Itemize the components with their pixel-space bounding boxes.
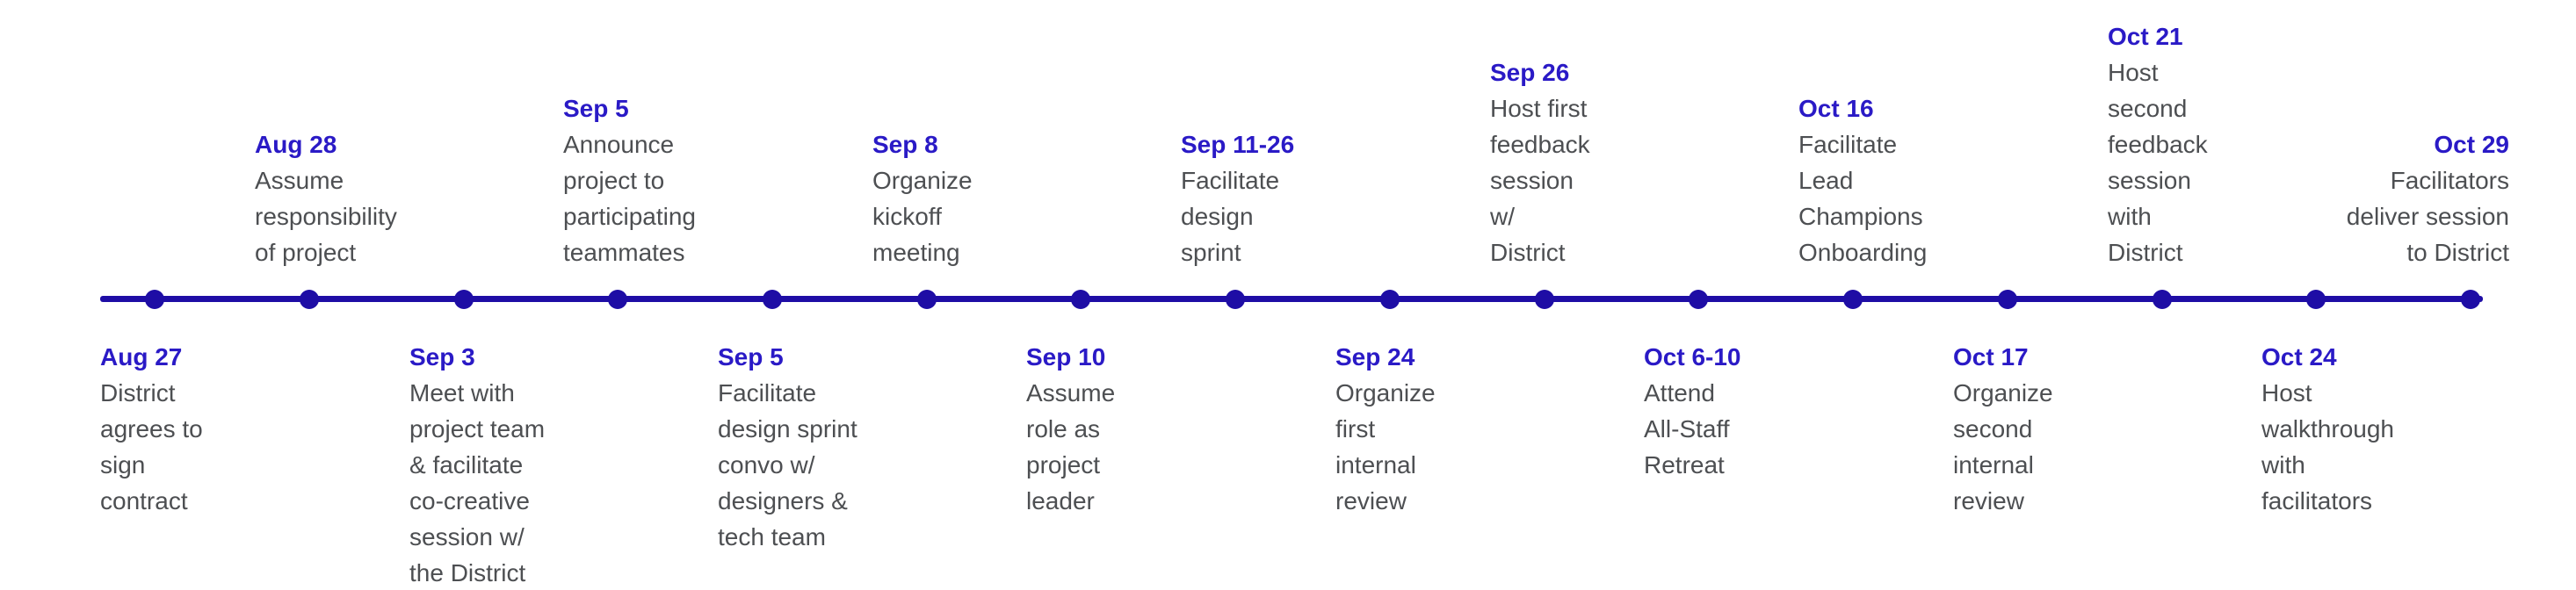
timeline-dot-oct29 xyxy=(2461,290,2480,309)
event-date: Oct 16 xyxy=(1798,95,1874,122)
timeline-event-oct6-10: Oct 6-10 Attend All-Staff Retreat xyxy=(1644,339,1846,483)
timeline-event-oct29: Oct 29 Facilitators deliver session to D… xyxy=(2307,126,2509,270)
event-date: Sep 10 xyxy=(1026,343,1106,371)
event-description: Assume responsibility of project xyxy=(255,167,397,266)
timeline-event-aug27: Aug 27 District agrees to sign contract xyxy=(100,339,302,519)
event-description: Organize first internal review xyxy=(1335,379,1436,514)
timeline-dot-sep26 xyxy=(1535,290,1554,309)
event-description: Organize kickoff meeting xyxy=(872,167,973,266)
timeline-dot-sep10 xyxy=(1071,290,1090,309)
timeline-dot-sep8 xyxy=(917,290,937,309)
event-description: Announce project to participating teamma… xyxy=(563,131,696,266)
event-description: District agrees to sign contract xyxy=(100,379,203,514)
timeline-dot-aug28 xyxy=(300,290,319,309)
timeline-dot-oct6-10 xyxy=(1689,290,1708,309)
event-description: Facilitators deliver session to District xyxy=(2346,167,2509,266)
event-description: Host walkthrough with facilitators xyxy=(2261,379,2394,514)
timeline-dot-oct17 xyxy=(1998,290,2017,309)
timeline-dot-oct24 xyxy=(2306,290,2326,309)
timeline-dot-aug27 xyxy=(145,290,164,309)
event-date: Aug 28 xyxy=(255,131,337,158)
timeline-event-aug28: Aug 28 Assume responsibility of project xyxy=(255,126,457,270)
event-date: Sep 3 xyxy=(409,343,475,371)
timeline-event-oct17: Oct 17 Organize second internal review xyxy=(1953,339,2155,519)
timeline-event-sep10: Sep 10 Assume role as project leader xyxy=(1026,339,1228,519)
event-date: Oct 24 xyxy=(2261,343,2337,371)
timeline-event-sep11-26: Sep 11-26 Facilitate design sprint xyxy=(1181,126,1383,270)
timeline-dot-sep24 xyxy=(1380,290,1400,309)
timeline-event-sep5-announce: Sep 5 Announce project to participating … xyxy=(563,90,765,270)
event-date: Sep 26 xyxy=(1490,59,1570,86)
event-date: Sep 11-26 xyxy=(1181,131,1295,158)
event-description: Host first feedback session w/ District xyxy=(1490,95,1590,266)
event-description: Facilitate Lead Champions Onboarding xyxy=(1798,131,1928,266)
timeline-event-oct16: Oct 16 Facilitate Lead Champions Onboard… xyxy=(1798,90,2001,270)
timeline-event-oct21: Oct 21 Host second feedback session with… xyxy=(2108,18,2310,270)
timeline-axis-line xyxy=(100,296,2483,302)
event-date: Aug 27 xyxy=(100,343,183,371)
timeline-dot-oct21 xyxy=(2153,290,2172,309)
timeline-event-sep3: Sep 3 Meet with project team & facilitat… xyxy=(409,339,611,590)
event-date: Oct 21 xyxy=(2108,23,2183,50)
timeline-dot-oct16 xyxy=(1843,290,1863,309)
event-date: Oct 6-10 xyxy=(1644,343,1741,371)
timeline-dot-sep5b xyxy=(763,290,782,309)
event-description: Assume role as project leader xyxy=(1026,379,1116,514)
timeline-event-sep26: Sep 26 Host first feedback session w/ Di… xyxy=(1490,54,1692,270)
timeline-event-sep8: Sep 8 Organize kickoff meeting xyxy=(872,126,1075,270)
event-date: Oct 17 xyxy=(1953,343,2029,371)
event-date: Sep 5 xyxy=(563,95,629,122)
event-date: Sep 5 xyxy=(718,343,784,371)
timeline-event-sep5-facilitate: Sep 5 Facilitate design sprint convo w/ … xyxy=(718,339,920,555)
event-date: Sep 24 xyxy=(1335,343,1415,371)
timeline-dot-sep3 xyxy=(454,290,474,309)
event-description: Organize second internal review xyxy=(1953,379,2053,514)
event-date: Oct 29 xyxy=(2434,131,2509,158)
event-description: Meet with project team & facilitate co-c… xyxy=(409,379,546,586)
event-description: Facilitate design sprint xyxy=(1181,167,1280,266)
timeline-dot-sep5a xyxy=(608,290,627,309)
timeline-dot-sep11-26 xyxy=(1226,290,1245,309)
timeline-event-sep24: Sep 24 Organize first internal review xyxy=(1335,339,1538,519)
event-description: Attend All-Staff Retreat xyxy=(1644,379,1730,478)
timeline-event-oct24: Oct 24 Host walkthrough with facilitator… xyxy=(2261,339,2464,519)
event-date: Sep 8 xyxy=(872,131,938,158)
event-description: Host second feedback session with Distri… xyxy=(2108,59,2208,266)
event-description: Facilitate design sprint convo w/ design… xyxy=(718,379,857,550)
